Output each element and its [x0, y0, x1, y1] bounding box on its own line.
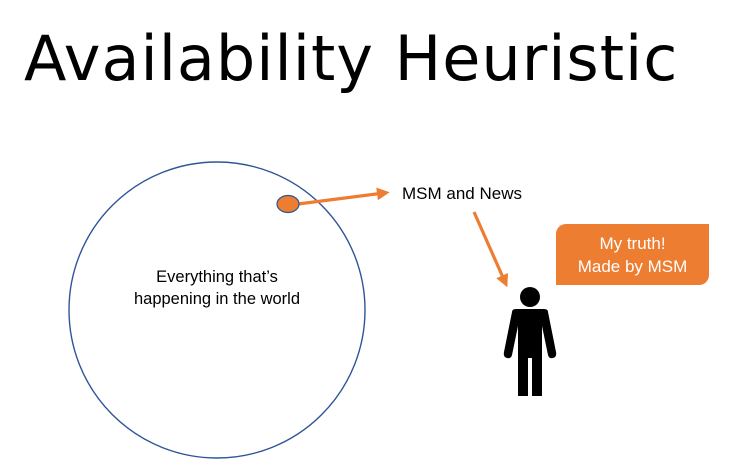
- media-dot: [276, 194, 300, 214]
- callout-line1: My truth!: [599, 233, 666, 253]
- callout-box: My truth! Made by MSM: [556, 224, 709, 285]
- arrow-to-media: [297, 187, 390, 206]
- world-label-line1: Everything that’s: [156, 268, 278, 286]
- world-label-line2: happening in the world: [133, 290, 301, 308]
- person-icon: [503, 287, 557, 396]
- slide-title: Availability Heuristic: [24, 22, 679, 95]
- arrow-to-person: [472, 211, 509, 288]
- media-label: MSM and News: [402, 184, 522, 203]
- callout-line2: Made by MSM: [577, 256, 688, 276]
- world-circle-label: Everything that’s happening in the world: [117, 266, 317, 310]
- world-circle: [68, 161, 366, 459]
